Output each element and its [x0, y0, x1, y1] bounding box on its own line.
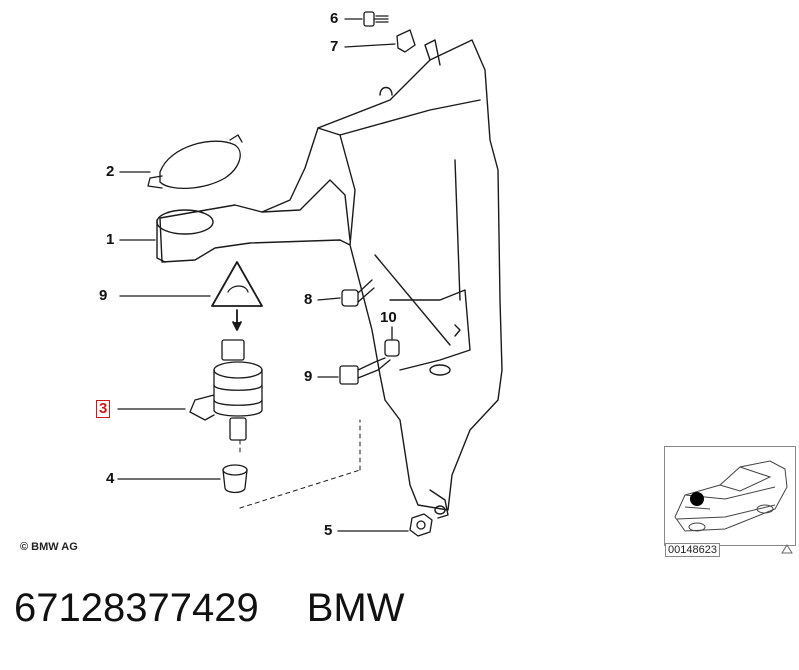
brand-name: BMW [306, 586, 405, 630]
callout-2: 2 [106, 163, 115, 180]
grommet-10 [384, 339, 400, 357]
triangle-mark-icon [781, 544, 793, 554]
caption: 67128377429 BMW [14, 586, 404, 631]
bolt-8 [341, 279, 375, 307]
callout-7: 7 [330, 38, 339, 55]
connector-9 [339, 357, 391, 385]
washer-reservoir-icon [156, 39, 503, 519]
callout-4: 4 [106, 470, 115, 487]
leader-lines [117, 18, 409, 532]
parts-diagram [117, 11, 503, 537]
callout-1: 1 [106, 231, 115, 248]
filler-cap [147, 134, 243, 190]
warning-triangle-icon [211, 261, 263, 331]
thumbnail-id: 00148623 [665, 543, 720, 557]
callout-5: 5 [324, 522, 333, 539]
car-thumbnail-icon [674, 460, 788, 532]
part-number: 67128377429 [14, 586, 259, 630]
callout-9-connector: 9 [304, 368, 313, 385]
clip-7 [396, 29, 416, 53]
copyright-notice: © BMW AG [20, 541, 78, 553]
car-thumbnail [664, 446, 796, 546]
callout-6: 6 [330, 10, 339, 27]
grommet-4 [222, 464, 248, 494]
screw-6 [363, 11, 389, 27]
callout-9-triangle: 9 [99, 287, 108, 304]
washer-pump-icon [189, 339, 263, 441]
callout-10: 10 [380, 309, 397, 326]
callout-8: 8 [304, 291, 313, 308]
nut-5 [409, 513, 433, 537]
callout-3-highlighted[interactable]: 3 [96, 400, 111, 418]
